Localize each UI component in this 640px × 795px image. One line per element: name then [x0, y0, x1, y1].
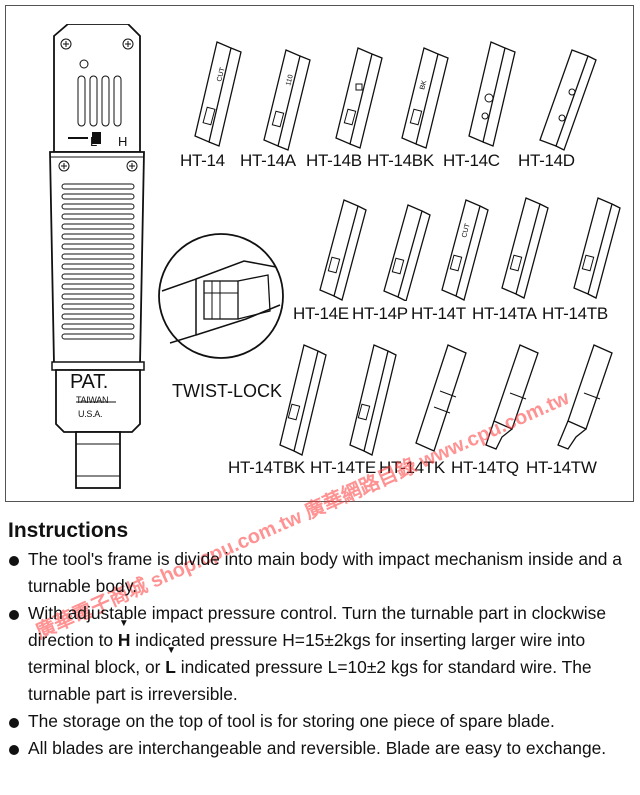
bullet-icon — [9, 718, 19, 728]
blade-ht-14tq-illustration — [485, 344, 539, 450]
blade-ht-14c-illustration — [468, 41, 516, 147]
blade-label-ht-14tw: HT-14TW — [526, 458, 597, 477]
low-setting-symbol: ▼L — [165, 645, 177, 678]
bullet-icon — [9, 610, 19, 620]
twist-lock-label: TWIST-LOCK — [172, 381, 283, 401]
instructions-list: The tool's frame is divide into main bod… — [8, 546, 636, 762]
blade-label-ht-14a: HT-14A — [240, 151, 296, 170]
brand-label: PAT. — [70, 371, 109, 393]
blade-label-ht-14e: HT-14E — [293, 304, 349, 323]
blade-ht-14a-illustration: 110 — [263, 49, 311, 151]
blade-label-ht-14: HT-14 — [180, 151, 225, 170]
blade-label-ht-14ta: HT-14TA — [472, 304, 537, 323]
blade-label-ht-14bk: HT-14BK — [367, 151, 434, 170]
instructions-heading: Instructions — [8, 519, 129, 542]
blade-ht-14t-illustration: CUT — [441, 199, 489, 301]
arrow-down-icon: ▼ — [166, 645, 177, 656]
blade-ht-14ta-illustration — [501, 197, 549, 299]
blade-ht-14te-illustration — [349, 344, 397, 456]
blade-ht-14d-illustration — [539, 49, 597, 151]
blade-ht-14tbk-illustration — [279, 344, 327, 456]
blade-ht-14e-illustration — [319, 199, 367, 301]
bullet-icon — [9, 745, 19, 755]
blade-label-ht-14tk: HT-14TK — [379, 458, 445, 477]
list-item: With adjustable impact pressure control.… — [8, 600, 636, 708]
blade-label-ht-14tq: HT-14TQ — [451, 458, 519, 477]
blade-label-ht-14c: HT-14C — [443, 151, 500, 170]
origin-line-2: U.S.A. — [78, 409, 103, 419]
bullet-icon — [9, 556, 19, 566]
arrow-down-icon: ▼ — [118, 618, 129, 629]
blade-label-ht-14tb: HT-14TB — [542, 304, 608, 323]
blade-ht-14b-illustration — [335, 47, 383, 149]
blade-label-ht-14tbk: HT-14TBK — [228, 458, 305, 477]
svg-text:110: 110 — [285, 74, 295, 87]
svg-text:CUT: CUT — [461, 222, 472, 238]
high-setting-symbol: ▼H — [117, 618, 131, 651]
punch-down-tool-illustration — [49, 24, 145, 489]
twist-lock-detail-illustration — [158, 233, 284, 359]
blade-label-ht-14p: HT-14P — [352, 304, 408, 323]
blade-ht-14tb-illustration — [573, 197, 621, 299]
blade-label-ht-14te: HT-14TE — [310, 458, 376, 477]
blade-ht-14tk-illustration — [415, 344, 467, 452]
origin-line-1: TAIWAN — [76, 395, 109, 405]
blade-ht-14-illustration: CUT — [194, 41, 242, 147]
blade-label-ht-14d: HT-14D — [518, 151, 575, 170]
blade-ht-14tw-illustration — [557, 344, 613, 450]
setting-high-label: H — [118, 134, 128, 149]
blade-label-ht-14t: HT-14T — [411, 304, 466, 323]
blade-ht-14bk-illustration: BK — [401, 47, 449, 149]
blade-mark: CUT — [216, 66, 227, 82]
blade-label-ht-14b: HT-14B — [306, 151, 362, 170]
list-item: The tool's frame is divide into main bod… — [8, 546, 636, 600]
list-item: All blades are interchangeable and rever… — [8, 735, 636, 762]
svg-text:BK: BK — [419, 79, 428, 90]
setting-low-label: L — [90, 134, 97, 149]
blade-ht-14p-illustration — [383, 204, 431, 301]
product-figure: L H PAT. TAIWAN U.S.A. CUT 110 BK — [5, 5, 634, 502]
list-item: The storage on the top of tool is for st… — [8, 708, 636, 735]
